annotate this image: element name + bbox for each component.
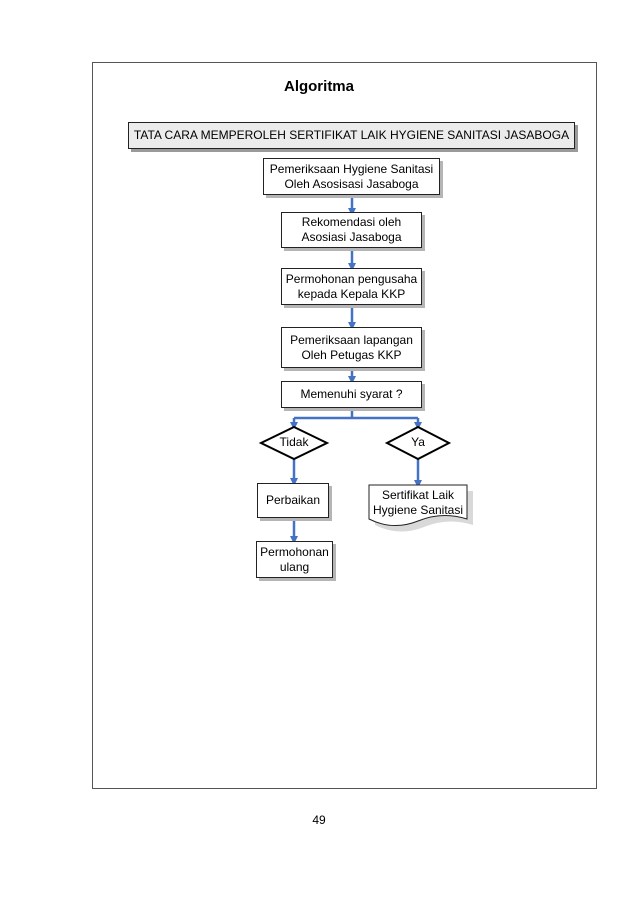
branch-label-tidak: Tidak bbox=[279, 435, 309, 449]
step-4-line1: Pemeriksaan lapangan bbox=[290, 332, 413, 347]
decision-text: Memenuhi syarat ? bbox=[300, 387, 403, 401]
certificate-document bbox=[368, 484, 468, 526]
permohonan-ulang-line2: ulang bbox=[279, 559, 310, 574]
step-box-2: Rekomendasi oleh Asosiasi Jasaboga bbox=[281, 212, 422, 248]
permohonan-ulang-line1: Permohonan bbox=[260, 544, 329, 559]
step-2-line2: Asosiasi Jasaboga bbox=[301, 230, 402, 244]
branch-label-ya: Ya bbox=[411, 435, 425, 449]
step-4-line2: Oleh Petugas KKP bbox=[301, 347, 402, 362]
certificate-text: Sertifikat Laik Hygiene Sanitasi bbox=[369, 488, 467, 518]
step-box-1: Pemeriksaan Hygiene Sanitasi Oleh Asosis… bbox=[263, 158, 440, 195]
certificate-line1: Sertifikat Laik bbox=[381, 488, 455, 502]
certificate-line2: Hygiene Sanitasi bbox=[372, 503, 464, 517]
decision-box: Memenuhi syarat ? bbox=[281, 381, 422, 408]
permohonan-ulang-box: Permohonan ulang bbox=[256, 541, 333, 578]
header-text: TATA CARA MEMPEROLEH SERTIFIKAT LAIK HYG… bbox=[133, 128, 570, 142]
diamond-tidak bbox=[258, 425, 330, 461]
page-title: Algoritma bbox=[283, 78, 354, 95]
page-frame bbox=[92, 62, 597, 789]
diamond-ya bbox=[384, 425, 452, 461]
step-1-line2: Oleh Asosisasi Jasaboga bbox=[284, 176, 419, 191]
step-1-line1: Pemeriksaan Hygiene Sanitasi bbox=[269, 161, 434, 176]
step-2-line1: Rekomendasi oleh bbox=[301, 215, 402, 229]
step-3-line2: kepada Kepala KKP bbox=[297, 286, 406, 301]
step-box-4: Pemeriksaan lapangan Oleh Petugas KKP bbox=[281, 327, 422, 368]
perbaikan-box: Perbaikan bbox=[257, 483, 329, 518]
page-number: 49 bbox=[312, 813, 326, 827]
header-box: TATA CARA MEMPEROLEH SERTIFIKAT LAIK HYG… bbox=[128, 122, 575, 149]
perbaikan-text: Perbaikan bbox=[265, 493, 321, 507]
step-box-3: Permohonan pengusaha kepada Kepala KKP bbox=[281, 268, 422, 305]
step-3-line1: Permohonan pengusaha bbox=[285, 271, 418, 286]
